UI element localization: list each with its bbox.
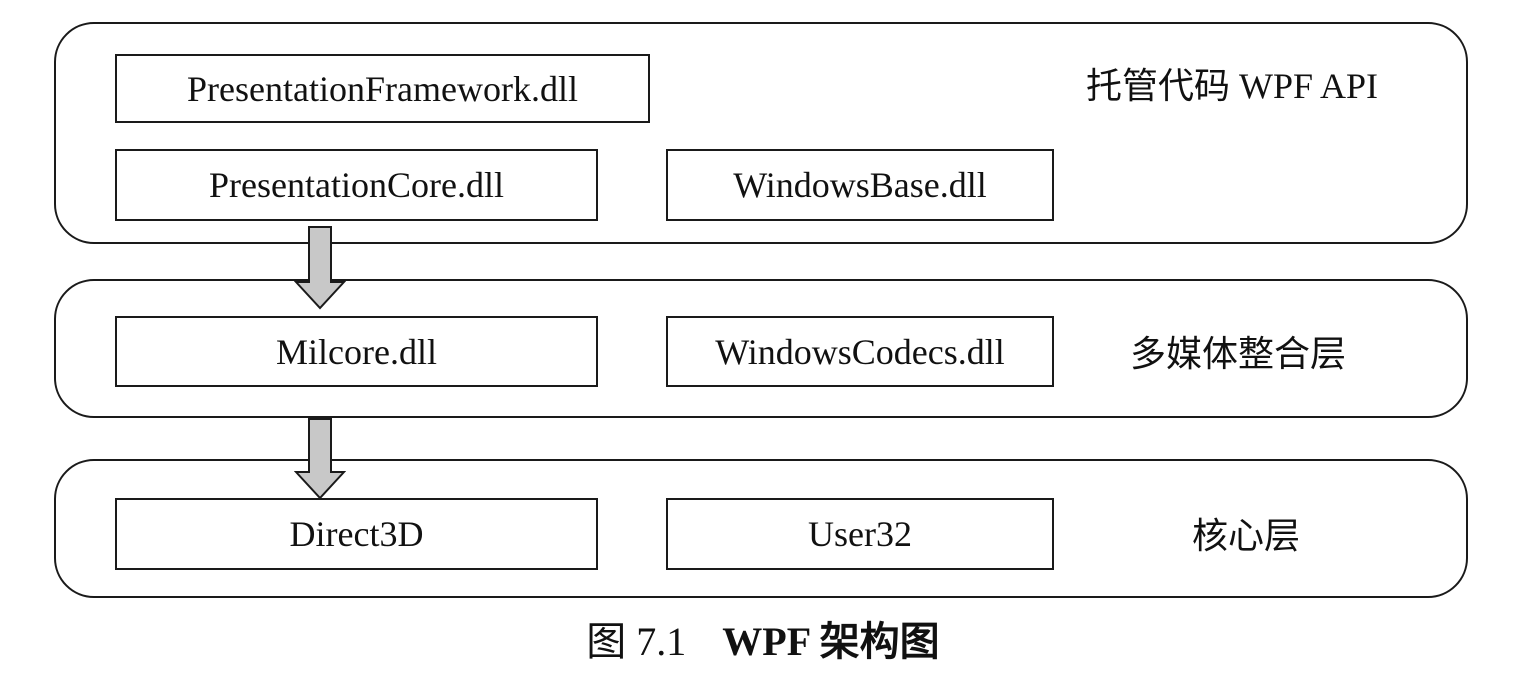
figure-number: 图 7.1 xyxy=(586,619,687,664)
core-layer-label: 核心层 xyxy=(1192,516,1301,556)
direct3d-box: Direct3D xyxy=(115,498,598,570)
down-arrow-icon xyxy=(294,226,346,310)
windows-codecs-box: WindowsCodecs.dll xyxy=(666,316,1054,387)
down-arrow-icon xyxy=(294,418,346,500)
arrow-shape xyxy=(294,418,346,500)
arrow-shape xyxy=(294,226,346,310)
windows-base-box: WindowsBase.dll xyxy=(666,149,1054,221)
presentation-framework-box: PresentationFramework.dll xyxy=(115,54,650,123)
milcore-box: Milcore.dll xyxy=(115,316,598,387)
media-layer-label: 多媒体整合层 xyxy=(1130,334,1347,374)
presentation-core-box: PresentationCore.dll xyxy=(115,149,598,221)
figure-caption: 图 7.1 WPF 架构图 xyxy=(0,622,1526,662)
figure-title: WPF 架构图 xyxy=(722,619,940,664)
user32-box: User32 xyxy=(666,498,1054,570)
managed-layer-label: 托管代码 WPF API xyxy=(1086,66,1379,106)
